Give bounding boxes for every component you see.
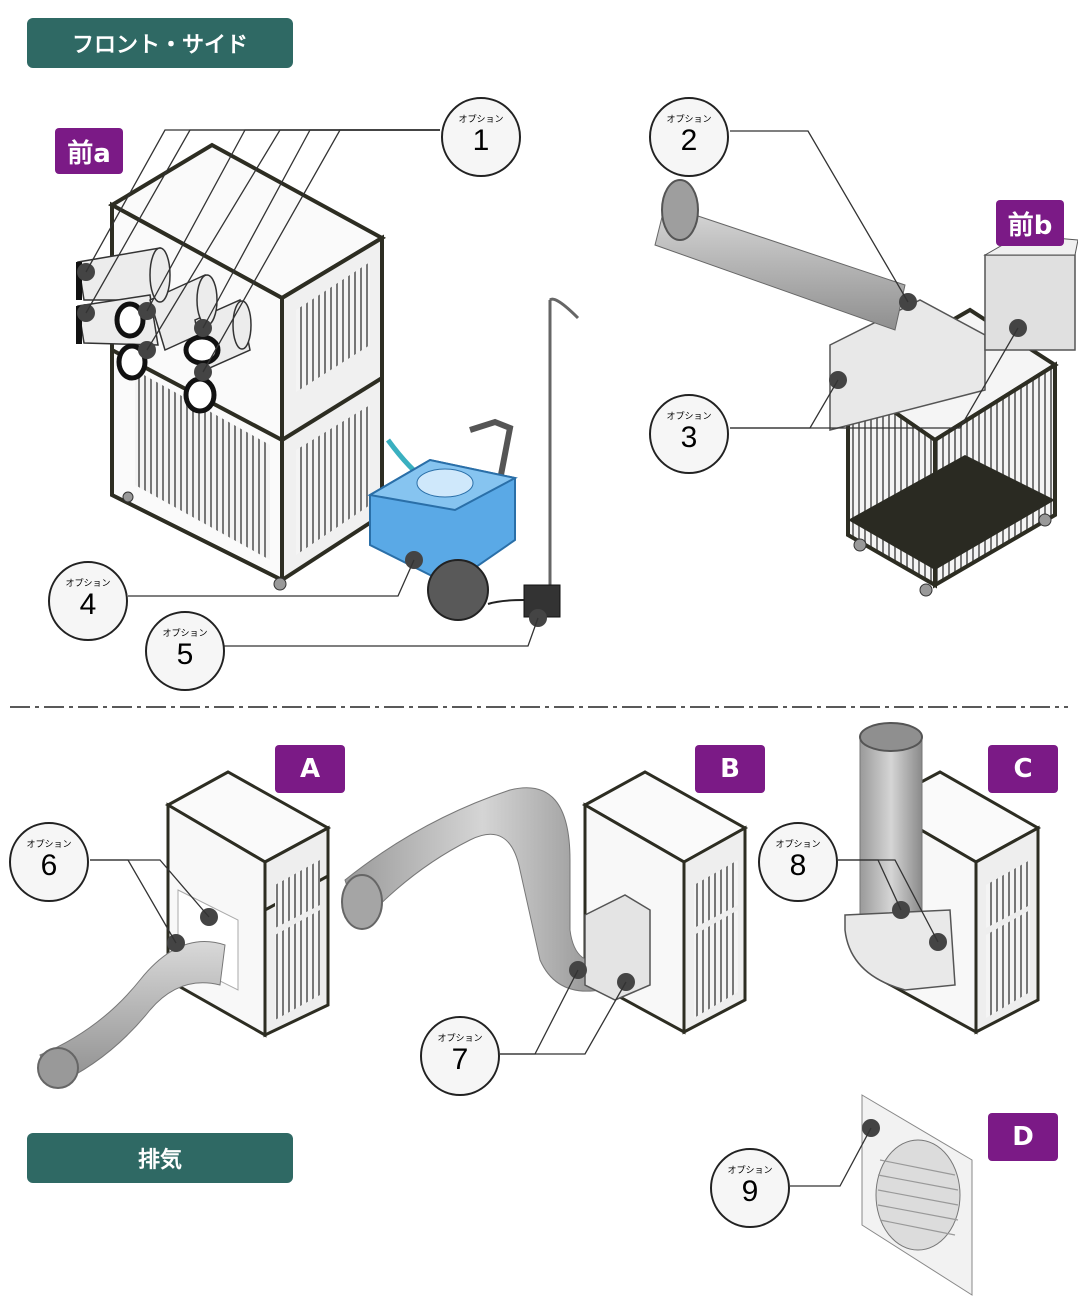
- option-callout-4: オプション 4: [48, 561, 128, 641]
- option-number: 2: [680, 124, 698, 157]
- option-label: オプション: [775, 840, 821, 850]
- option-label: オプション: [65, 579, 111, 589]
- unit-b: [341, 770, 749, 1055]
- exhaust-grille: [790, 1094, 973, 1296]
- front-b-unit: [654, 130, 1078, 597]
- option-label: オプション: [458, 115, 504, 125]
- option-label: オプション: [162, 629, 208, 639]
- water-tank: [367, 418, 518, 621]
- option-label: オプション: [666, 115, 712, 125]
- option-number: 9: [741, 1175, 759, 1208]
- option-number: 1: [472, 124, 490, 157]
- option-number: 8: [789, 849, 807, 882]
- option-label: オプション: [727, 1166, 773, 1176]
- option-callout-3: オプション 3: [649, 394, 729, 474]
- tag-b: B: [695, 745, 765, 793]
- section-exhaust-banner: 排気: [27, 1133, 293, 1183]
- option-number: 3: [680, 421, 698, 454]
- option-number: 5: [176, 638, 194, 671]
- option-label: オプション: [26, 840, 72, 850]
- option-callout-1: オプション 1: [441, 97, 521, 177]
- tag-d: D: [988, 1113, 1058, 1161]
- front-a-unit: [76, 129, 440, 591]
- option-callout-2: オプション 2: [649, 97, 729, 177]
- option-label: オプション: [437, 1034, 483, 1044]
- tag-a: A: [275, 745, 345, 793]
- option-callout-7: オプション 7: [420, 1016, 500, 1096]
- section-front-side-banner: フロント・サイド: [27, 18, 293, 68]
- option-number: 4: [79, 588, 97, 621]
- option-number: 7: [451, 1043, 469, 1076]
- option-callout-9: オプション 9: [710, 1148, 790, 1228]
- tag-c: C: [988, 745, 1058, 793]
- option-callout-6: オプション 6: [9, 822, 89, 902]
- option-callout-8: オプション 8: [758, 822, 838, 902]
- option-label: オプション: [666, 412, 712, 422]
- unit-c: [838, 722, 1042, 1035]
- option-number: 6: [40, 849, 58, 882]
- tag-front-b: 前b: [996, 200, 1064, 246]
- tag-front-a: 前a: [55, 128, 123, 174]
- unit-a: [37, 770, 332, 1089]
- option-callout-5: オプション 5: [145, 611, 225, 691]
